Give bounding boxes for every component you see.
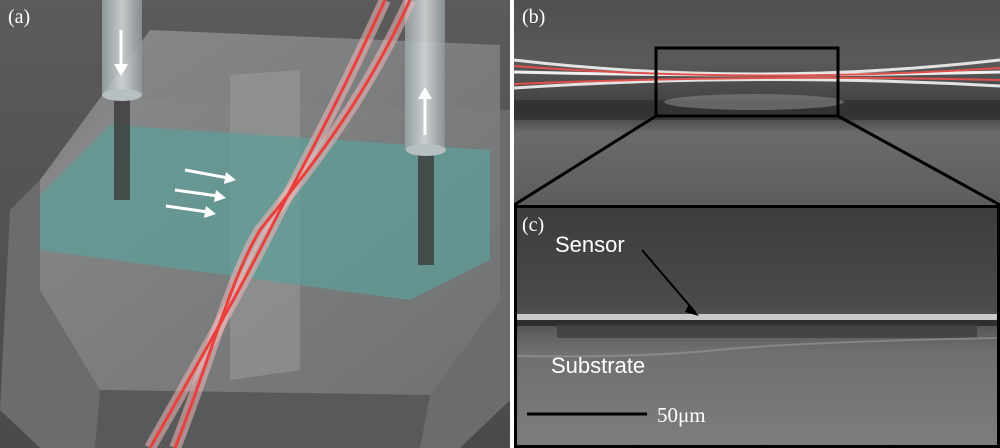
panel-a: (a)	[0, 0, 510, 448]
down-arrow-icon	[114, 30, 128, 76]
panel-c: (c) Sensor Substrate 50μm	[514, 205, 1000, 448]
zoom-line-right	[837, 114, 1000, 205]
fluid-chamber	[40, 125, 490, 300]
pointer-arrow-icon	[641, 249, 699, 316]
scale-bar-label: 50μm	[657, 403, 706, 427]
panel-c-sem-image	[517, 208, 997, 445]
panel-b: (b)	[514, 0, 1000, 205]
twisted-fibers	[144, 0, 416, 448]
flow-arrows-icon	[165, 168, 236, 218]
fiber-bundle	[514, 58, 1000, 90]
panel-label-a: (a)	[8, 6, 31, 28]
panel-a-illustration	[0, 0, 510, 448]
zoom-box	[654, 46, 840, 118]
substrate-label: Substrate	[551, 353, 646, 378]
up-arrow-icon	[418, 87, 432, 135]
panel-b-sem-image	[514, 0, 1000, 205]
sensor-layer	[517, 314, 997, 322]
zoom-line-left	[514, 114, 657, 205]
sensor-label: Sensor	[555, 232, 625, 257]
panel-label-b: (b)	[522, 6, 546, 28]
gap-layer	[517, 320, 997, 326]
chip-ledge	[95, 390, 430, 448]
panel-label-c: (c)	[522, 214, 545, 236]
